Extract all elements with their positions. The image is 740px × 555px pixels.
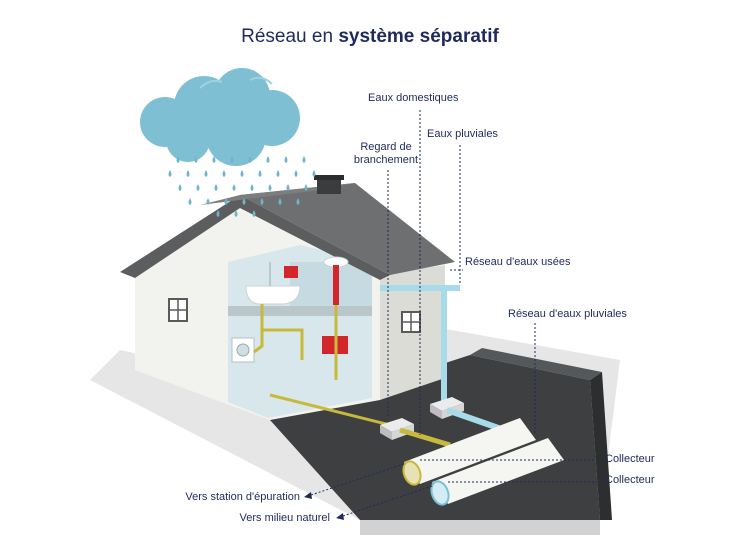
leader-lines	[307, 110, 600, 518]
arrow-vers-station	[304, 492, 312, 499]
rain-drop	[216, 210, 220, 217]
leader-vers-station	[307, 463, 405, 497]
interior-back-wall	[290, 262, 372, 306]
rain-drop	[286, 184, 290, 191]
rain-drop	[248, 156, 252, 163]
label-vers-station: Vers station d'épuration	[185, 491, 300, 503]
rain-drop	[260, 198, 264, 205]
label-regard-line1: Regard de	[360, 141, 412, 153]
roof-top	[200, 183, 355, 205]
interior-floor-slab	[228, 306, 372, 316]
leader-vers-milieu	[339, 485, 433, 518]
label-regard-line2: branchement	[353, 154, 419, 166]
rain-drop	[242, 198, 246, 205]
trench-wall-back	[470, 348, 602, 380]
rain-drop	[258, 170, 262, 177]
label-regard-de-branchement: Regard de branchement	[336, 141, 436, 167]
sewer-connection	[399, 427, 451, 448]
label-reseau-eaux-usees: Réseau d'eaux usées	[465, 256, 571, 268]
rain-drop	[250, 184, 254, 191]
rain-drop	[188, 198, 192, 205]
rain-drop	[196, 184, 200, 191]
rain-drop	[212, 156, 216, 163]
rain-drop	[168, 170, 172, 177]
collector-pipe-storm	[430, 438, 564, 506]
rain-drop	[296, 198, 300, 205]
rain-drop	[302, 156, 306, 163]
rain-drop	[230, 156, 234, 163]
rain-drop	[304, 184, 308, 191]
rain-drop	[284, 156, 288, 163]
trench-wall-right	[590, 372, 612, 520]
bathtub	[245, 285, 301, 305]
rain-drop	[312, 170, 316, 177]
rain-cloud	[140, 68, 300, 166]
rain-drop	[278, 198, 282, 205]
rain-drop	[178, 184, 182, 191]
chimney	[317, 178, 341, 194]
roof-main	[240, 183, 455, 275]
rain-drop	[252, 210, 256, 217]
rain-drop	[194, 156, 198, 163]
towel	[284, 266, 298, 278]
rain-drop	[204, 170, 208, 177]
rain-drop	[186, 170, 190, 177]
collector-pipe-sewer	[402, 418, 536, 486]
rain-drop	[294, 170, 298, 177]
title-prefix: Réseau en	[241, 26, 339, 47]
rain-drop	[268, 184, 272, 191]
title-bold: système séparatif	[338, 26, 499, 47]
rain-drop	[240, 170, 244, 177]
diagram-title: Réseau en système séparatif	[0, 26, 740, 48]
chimney-cap	[314, 175, 344, 180]
domestic-pipes	[253, 304, 391, 427]
rain-drop	[232, 184, 236, 191]
rain-drop	[224, 198, 228, 205]
label-collecteur-1: Collecteur	[605, 453, 655, 465]
label-collecteur-2: Collecteur	[605, 474, 655, 486]
rain-drop	[276, 170, 280, 177]
label-reseau-eaux-pluviales: Réseau d'eaux pluviales	[508, 308, 627, 320]
rain-drop	[176, 156, 180, 163]
rain-drop	[214, 184, 218, 191]
rain-cloud-highlights	[199, 76, 273, 89]
rain-drops	[168, 156, 316, 217]
side-window	[401, 311, 421, 333]
basin-stand	[333, 265, 339, 305]
label-vers-milieu: Vers milieu naturel	[239, 512, 331, 524]
ground-edge	[360, 520, 600, 535]
washing-machine-door	[236, 343, 250, 357]
rain-drop	[234, 210, 238, 217]
arrow-vers-milieu	[336, 513, 344, 520]
rain-drop	[206, 198, 210, 205]
left-window	[168, 298, 188, 322]
label-eaux-pluviales: Eaux pluviales	[427, 128, 498, 140]
rain-drop	[222, 170, 226, 177]
rain-drop	[266, 156, 270, 163]
label-eaux-domestiques: Eaux domestiques	[368, 92, 459, 104]
